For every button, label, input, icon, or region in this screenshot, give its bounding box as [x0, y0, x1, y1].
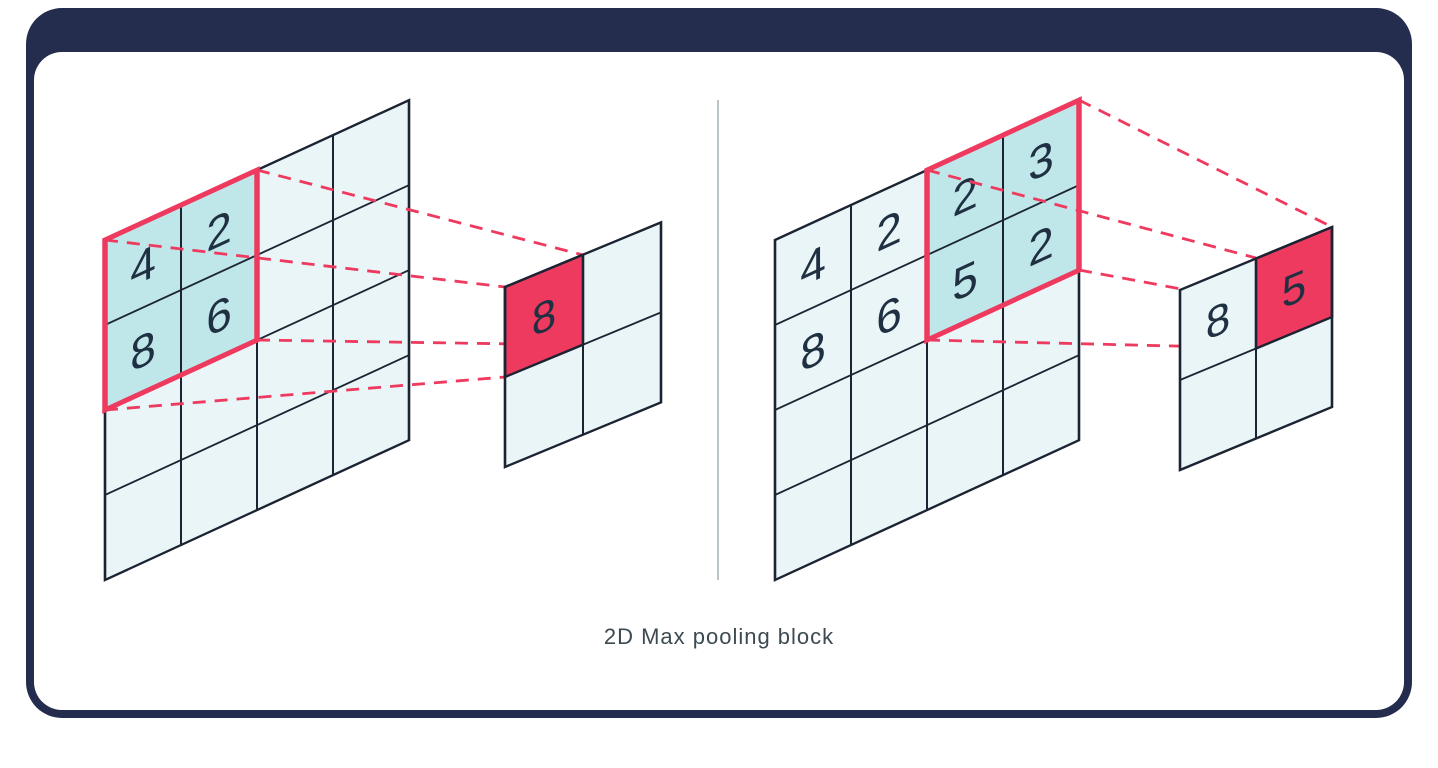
cell-value: 2 — [876, 200, 902, 263]
dashed-connector — [256, 168, 584, 257]
cell-value: 6 — [206, 285, 232, 348]
dashed-connector — [926, 168, 1257, 260]
pooling-window-border — [102, 166, 260, 415]
caption: 2D Max pooling block — [603, 624, 835, 649]
max-pooling-diagram: 4 2 8 6 8 — [102, 96, 1334, 582]
dashed-connector — [104, 238, 506, 289]
grid-lines — [505, 254, 661, 436]
pooling-window-border — [924, 96, 1082, 345]
grid-outline — [1178, 225, 1334, 472]
output-value: 8 — [1206, 291, 1230, 350]
right-output-grid: 8 5 — [1178, 225, 1334, 472]
grid-outline — [503, 220, 663, 469]
dashed-connector — [1078, 98, 1333, 229]
cell-value: 2 — [952, 165, 978, 228]
dashed-connector — [104, 375, 506, 412]
cell-value: 6 — [876, 285, 902, 348]
cell-value: 8 — [800, 320, 826, 383]
left-output-grid: 8 — [503, 220, 663, 469]
cell-value: 2 — [1028, 215, 1054, 278]
grid-lines — [1180, 258, 1332, 439]
cell-value: 4 — [800, 235, 826, 298]
cell-value: 3 — [1028, 130, 1054, 193]
cell-value: 5 — [952, 250, 978, 313]
cell-value: 8 — [130, 320, 156, 383]
output-value: 5 — [1282, 259, 1306, 318]
output-value: 8 — [532, 287, 556, 346]
card: 4 2 8 6 8 — [34, 52, 1404, 710]
